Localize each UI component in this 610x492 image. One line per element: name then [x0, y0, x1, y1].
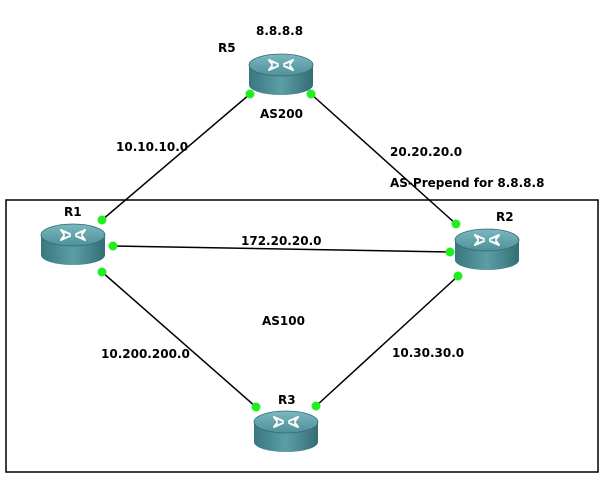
router-icon	[253, 410, 319, 452]
router-r1-name: R1	[64, 205, 82, 219]
router-icon	[454, 228, 520, 270]
as100-label: AS100	[262, 314, 305, 328]
links-layer	[101, 93, 459, 408]
router-r5-address: 8.8.8.8	[256, 24, 303, 38]
port-dots	[97, 89, 463, 412]
port-dot	[306, 89, 316, 99]
link-label-r1-r2: 172.20.20.0	[241, 234, 321, 248]
link-r2-r3	[315, 275, 459, 407]
router-r2-name: R2	[496, 210, 514, 224]
router-icon	[248, 53, 314, 95]
port-dot	[445, 247, 455, 257]
as200-label: AS200	[260, 107, 303, 121]
port-dot	[453, 271, 463, 281]
link-label-r5-r2: 20.20.20.0	[390, 145, 462, 159]
port-dot	[311, 401, 321, 411]
port-dot	[108, 241, 118, 251]
router-r3[interactable]	[253, 410, 319, 452]
router-icon	[40, 223, 106, 265]
router-r3-name: R3	[278, 393, 296, 407]
port-dot	[251, 402, 261, 412]
router-r5-name: R5	[218, 41, 236, 55]
link-r5-r2	[310, 93, 457, 225]
router-r2[interactable]	[454, 228, 520, 270]
link-r1-r3	[101, 271, 257, 408]
link-r1-r2	[112, 245, 451, 253]
link-r5-r1	[101, 93, 251, 221]
port-dot	[97, 267, 107, 277]
as100-boundary-box	[5, 199, 599, 473]
router-r5[interactable]	[248, 53, 314, 95]
port-dot	[97, 215, 107, 225]
router-r1[interactable]	[40, 223, 106, 265]
link-label-r2-r3: 10.30.30.0	[392, 346, 464, 360]
port-dot	[245, 89, 255, 99]
link-label-r5-r1: 10.10.10.0	[116, 140, 188, 154]
link-label-r1-r3: 10.200.200.0	[101, 347, 190, 361]
port-dot	[451, 219, 461, 229]
annotation-as-prepend: AS-Prepend for 8.8.8.8	[390, 176, 544, 190]
